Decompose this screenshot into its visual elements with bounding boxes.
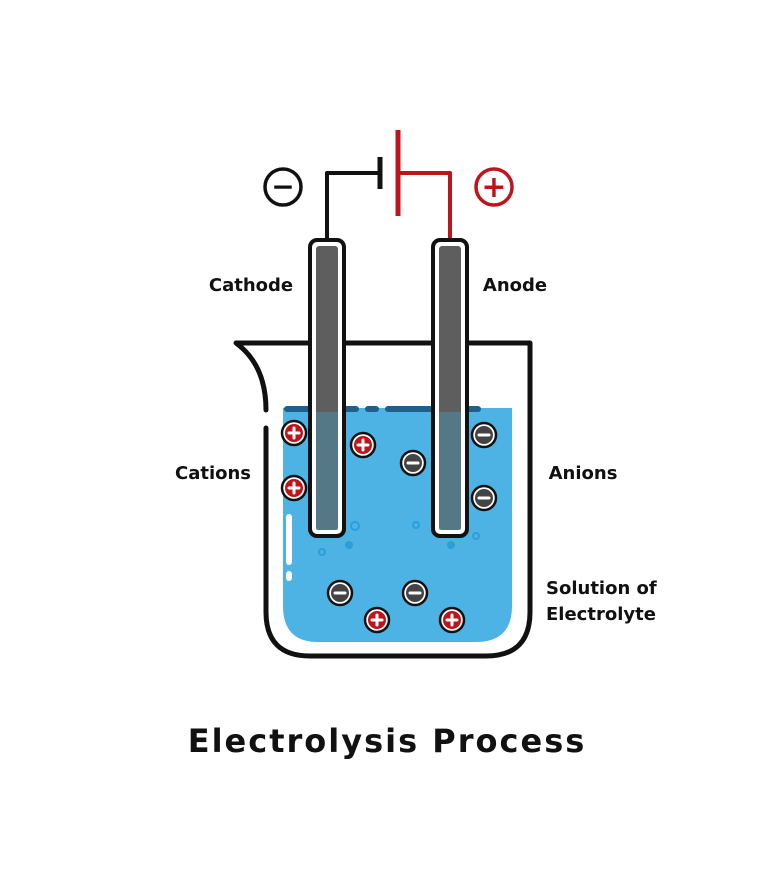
- negative-terminal-symbol: −: [263, 167, 303, 207]
- cation-ion: [280, 474, 308, 502]
- anions: [326, 421, 498, 607]
- anion-ion: [470, 484, 498, 512]
- beaker: [233, 340, 533, 659]
- negative-wire: [325, 171, 378, 240]
- svg-text:+: +: [481, 170, 506, 205]
- diagram-title: Electrolysis Process: [188, 722, 587, 760]
- cation-ion: [349, 431, 377, 459]
- bubbles: [318, 521, 480, 556]
- solution-label-line1: Solution of: [546, 578, 657, 599]
- cation-ion: [438, 606, 466, 634]
- cathode-submerged: [316, 412, 338, 530]
- cathode-label: Cathode: [209, 275, 293, 296]
- cations-label: Cations: [175, 463, 251, 484]
- anion-ion: [326, 579, 354, 607]
- anion-ion: [470, 421, 498, 449]
- positive-terminal-symbol: +: [474, 167, 514, 207]
- cations: [280, 419, 466, 634]
- anions-label: Anions: [549, 463, 618, 484]
- solution-label-line2: Electrolyte: [546, 604, 656, 625]
- anode-label: Anode: [483, 275, 547, 296]
- svg-text:−: −: [271, 170, 294, 203]
- positive-wire: [398, 171, 452, 240]
- anion-ion: [401, 579, 429, 607]
- cation-ion: [363, 606, 391, 634]
- cation-ion: [280, 419, 308, 447]
- anode-submerged: [439, 412, 461, 530]
- anion-ion: [399, 449, 427, 477]
